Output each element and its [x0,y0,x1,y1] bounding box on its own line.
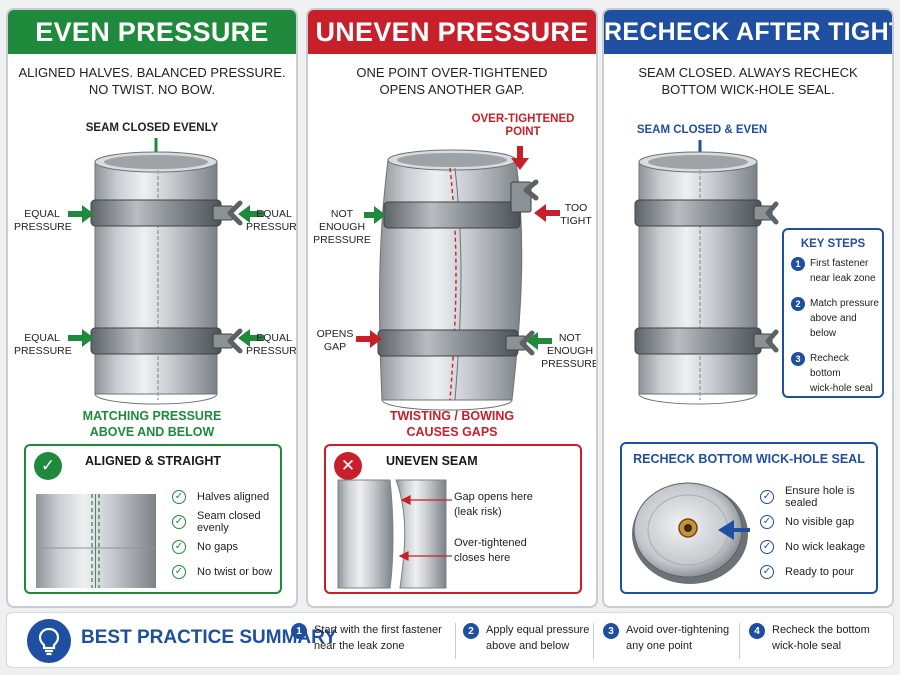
panel-title: RECHECK AFTER TIGHTENING [604,10,892,54]
step-number: 4 [749,623,765,639]
check-icon: ✓ [760,564,774,579]
wick-hole-closeup [632,482,750,584]
list-item: ✓No wick leakage [760,534,876,559]
uneven-seam-closeup [337,479,452,589]
list-item: ✓No visible gap [760,509,876,534]
x-badge-icon: ✕ [334,452,362,480]
panel-subtitle: SEAM CLOSED. ALWAYS RECHECK BOTTOM WICK-… [638,65,858,97]
wick-hole-card: RECHECK BOTTOM WICK-HOLE SEAL ✓Ensure ho… [620,442,878,594]
check-icon: ✓ [172,564,186,579]
gap-note: Gap opens here(leak risk) [454,491,533,518]
wick-hole-checklist: ✓Ensure hole is sealed ✓No visible gap ✓… [760,484,876,584]
check-icon: ✓ [172,514,186,529]
divider [593,623,594,659]
step-number: 1 [791,257,805,271]
summary-title: BEST PRACTICE SUMMARY [81,627,337,648]
list-item: ✓No gaps [172,534,280,559]
check-icon: ✓ [172,489,186,504]
check-icon: ✓ [760,489,774,504]
uneven-pressure-panel: UNEVEN PRESSURE ONE POINT OVER-TIGHTENED… [306,8,598,608]
lightbulb-icon [27,619,71,663]
divider [739,623,740,659]
seam-label: SEAM CLOSED EVENLY [85,122,219,134]
seam-label: SEAM CLOSED & EVEN [636,124,768,136]
divider [455,623,456,659]
aligned-checklist: ✓Halves aligned ✓Seam closed evenly ✓No … [172,484,280,584]
mold-illustration [68,138,264,405]
card-title: RECHECK BOTTOM WICK-HOLE SEAL [633,452,865,466]
step-number: 1 [291,623,307,639]
check-icon: ✓ [760,514,774,529]
panel-title: UNEVEN PRESSURE [308,10,596,54]
step-number: 3 [603,623,619,639]
step-number: 2 [463,623,479,639]
aligned-card: ✓ ALIGNED & STRAIGHT ✓Halves aligned ✓Se… [24,444,282,594]
key-steps-title: KEY STEPS [800,238,866,250]
check-icon: ✓ [760,539,774,554]
list-item: ✓Ready to pour [760,559,876,584]
list-item: ✓Halves aligned [172,484,280,509]
check-icon: ✓ [172,539,186,554]
recheck-panel: RECHECK AFTER TIGHTENING SEAM CLOSED. AL… [602,8,894,608]
step-number: 3 [791,352,805,366]
panel-subtitle: ONE POINT OVER-TIGHTENED OPENS ANOTHER G… [356,65,548,97]
even-pressure-panel: EVEN PRESSURE ALIGNED HALVES. BALANCED P… [6,8,298,608]
bowed-mold-illustration [356,146,560,411]
list-item: ✓No twist or bow [172,559,280,584]
uneven-seam-card: ✕ UNEVEN SEAM Gap opens here(leak risk) … [324,444,582,594]
caption: TWISTING / BOWING CAUSES GAPS [389,409,515,439]
card-title: UNEVEN SEAM [386,454,478,468]
caption: MATCHING PRESSURE ABOVE AND BELOW [82,409,222,439]
list-item: ✓Ensure hole is sealed [760,484,876,509]
list-item: ✓Seam closed evenly [172,509,280,534]
panel-title: EVEN PRESSURE [8,10,296,54]
check-badge-icon: ✓ [34,452,62,480]
step-number: 2 [791,297,805,311]
aligned-seam-closeup [36,494,156,588]
card-title: ALIGNED & STRAIGHT [84,454,222,468]
mold-illustration [634,140,779,405]
panel-subtitle: ALIGNED HALVES. BALANCED PRESSURE. NO TW… [18,65,286,97]
